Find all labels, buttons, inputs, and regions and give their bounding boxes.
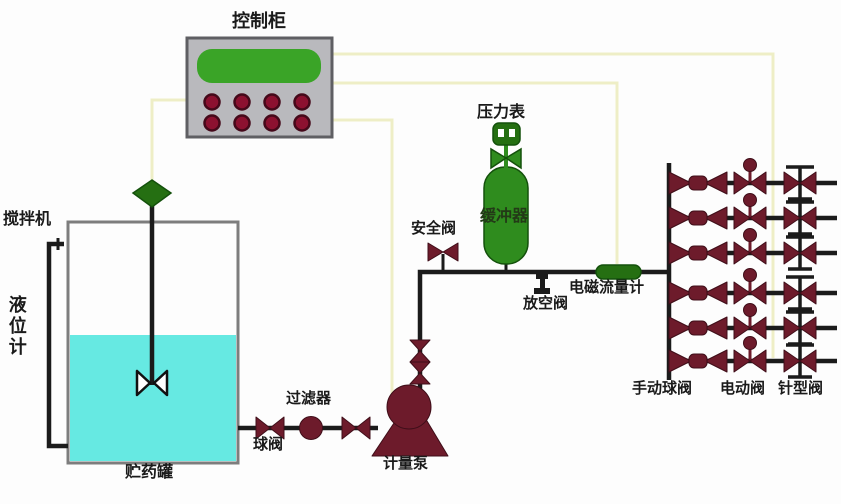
mixer-motor	[131, 179, 173, 208]
signal-wire-manifold	[332, 52, 775, 358]
ball-valve-label: 球阀	[253, 436, 284, 453]
needle-valve-label: 针型阀	[778, 380, 824, 397]
inline-valve	[341, 416, 371, 440]
filter	[299, 416, 323, 440]
signal-wire-flowmeter	[332, 81, 619, 264]
needle-valve-column	[782, 165, 818, 379]
ball-valve	[255, 416, 285, 440]
pressure-gauge-label: 压力表	[477, 104, 526, 121]
cabinet-buttons[interactable]	[203, 93, 311, 132]
control-cabinet-label: 控制柜	[232, 11, 286, 31]
level-gauge-label: 液位计	[6, 295, 27, 358]
safety-valve	[427, 242, 459, 273]
signal-wire-mixer	[150, 98, 188, 180]
manual-ball-valve-label: 手动球阀	[632, 380, 693, 397]
vent-valve-label: 放空阀	[523, 295, 569, 312]
electric-valve-label: 电动阀	[720, 380, 766, 397]
mixer-label: 搅拌机	[3, 211, 52, 228]
safety-valve-label: 安全阀	[411, 220, 457, 237]
buffer-label: 缓冲器	[480, 208, 529, 225]
manual-ball-valve-column	[668, 171, 728, 373]
electric-valve-column	[732, 157, 768, 374]
pressure-gauge	[492, 122, 521, 146]
flowmeter-label: 电磁流量计	[569, 279, 645, 296]
metering-pump-label: 计量泵	[383, 455, 429, 472]
gauge-valve	[490, 145, 522, 172]
storage-tank-label: 贮药罐	[125, 464, 174, 481]
mixer-impeller	[135, 369, 169, 397]
level-gauge-tube	[46, 238, 68, 449]
signal-wire-pump	[332, 118, 394, 396]
flowmeter-body	[595, 264, 642, 280]
mixer-assembly	[131, 179, 173, 397]
control-cabinet	[185, 36, 334, 139]
cabinet-screen	[197, 49, 321, 83]
metering-pump	[371, 384, 449, 457]
pump-check-valves	[409, 339, 431, 385]
filter-label: 过滤器	[286, 390, 332, 407]
vent-valve	[534, 274, 550, 294]
